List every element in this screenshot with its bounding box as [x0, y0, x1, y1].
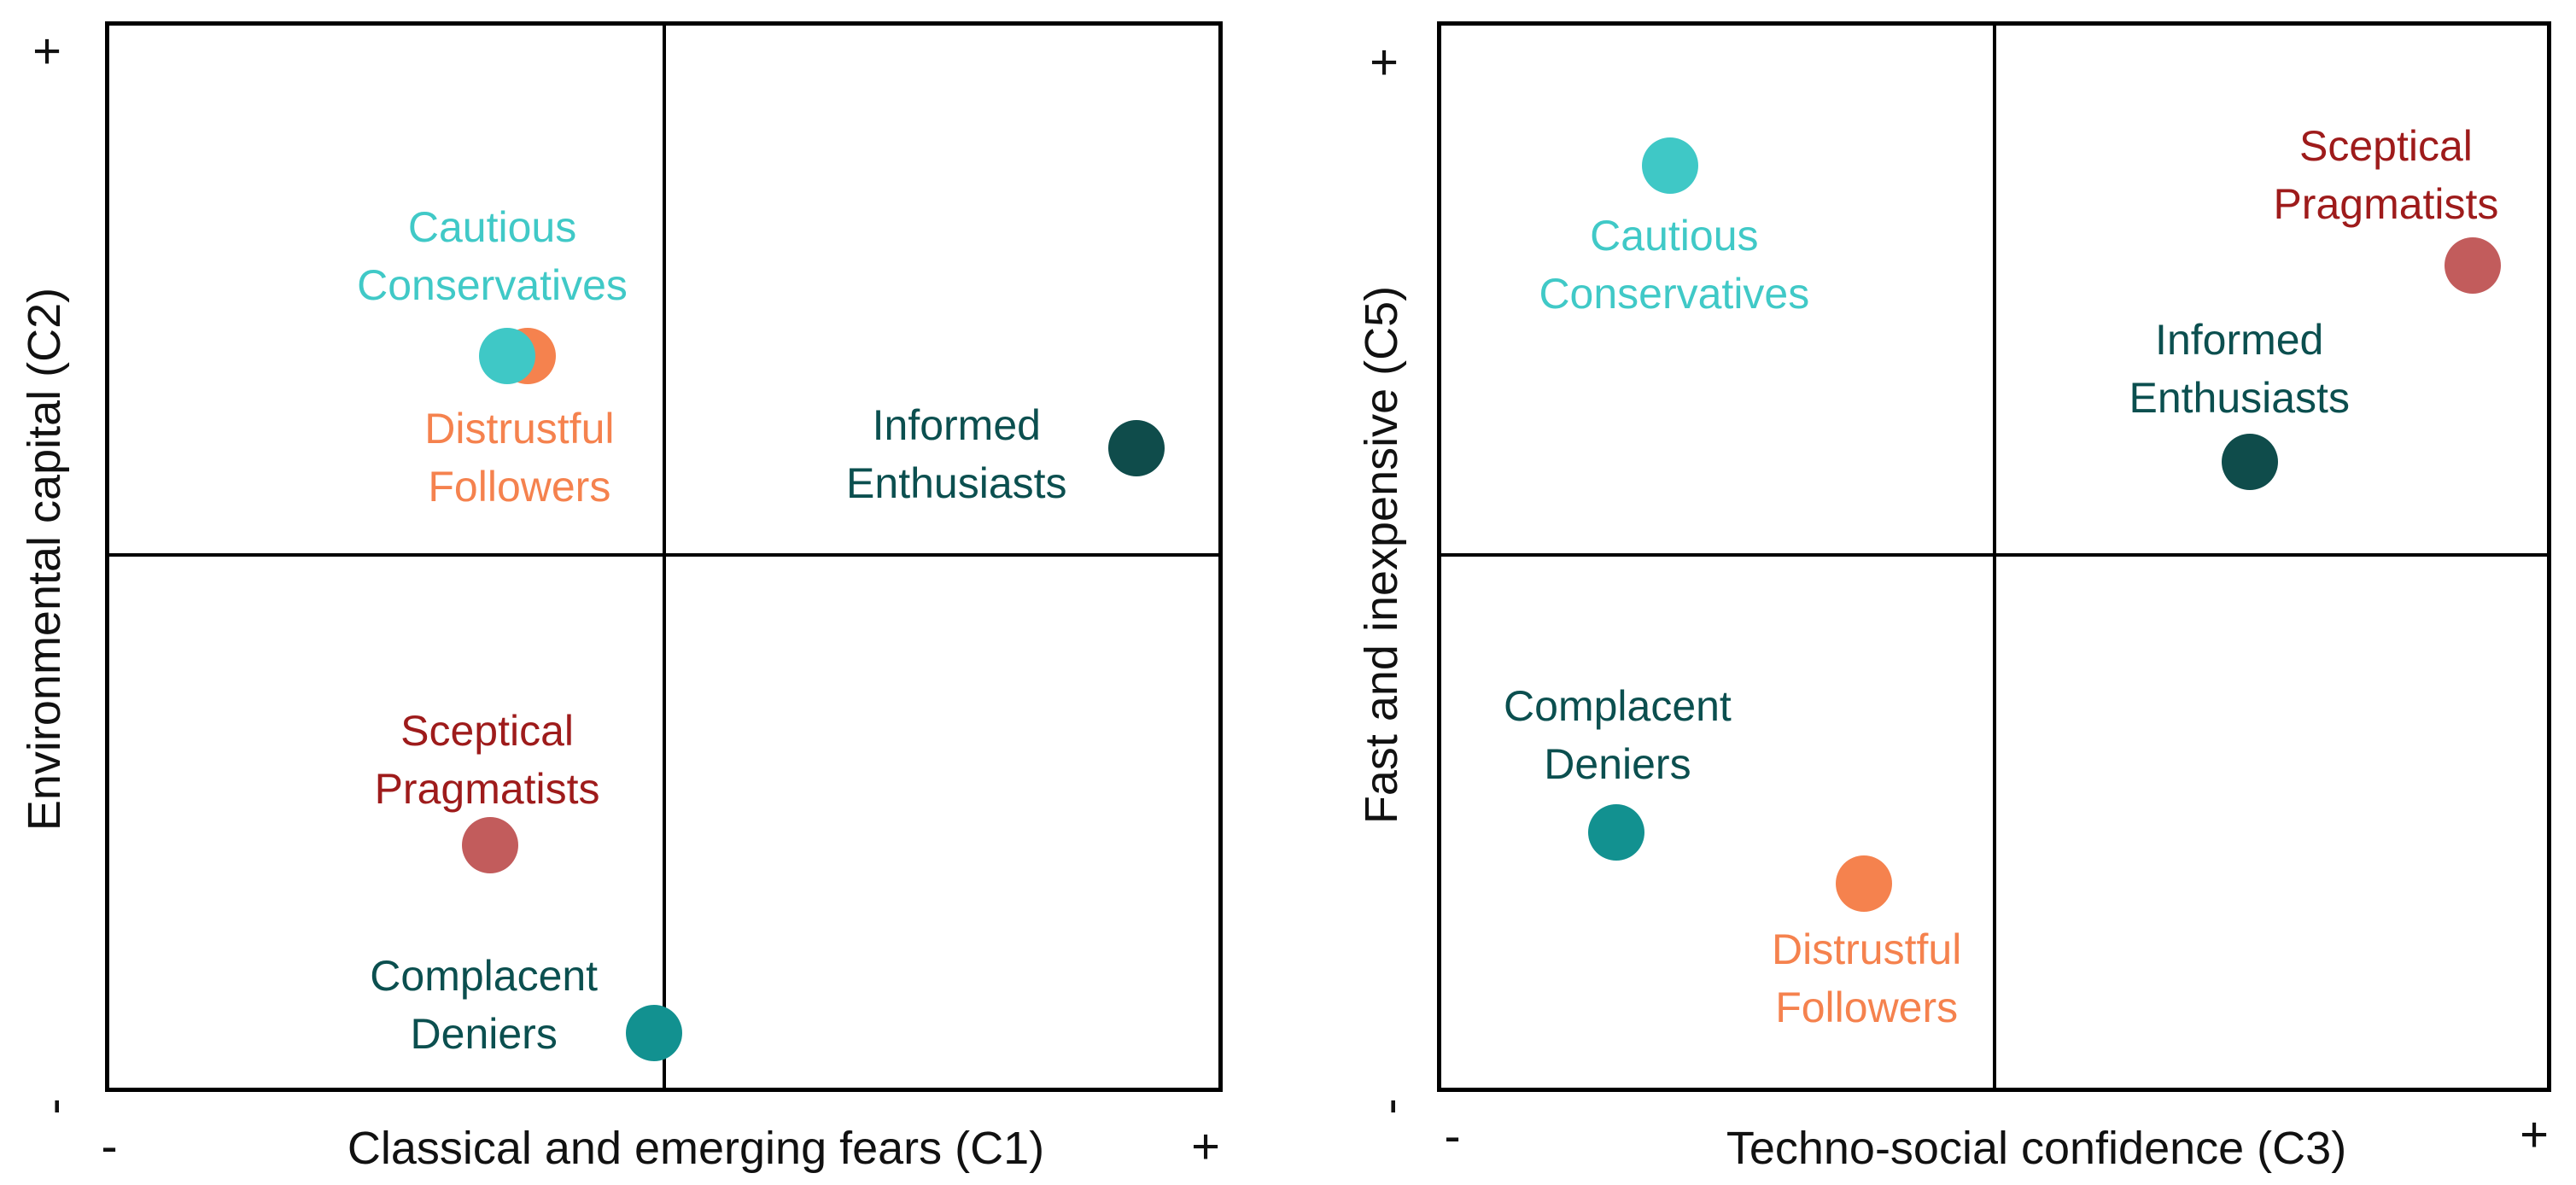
left-chart-horizontal-divider [109, 552, 1218, 557]
left-chart-x-axis-plus-sign: + [1191, 1118, 1220, 1175]
data-label-line: Cautious [407, 202, 577, 251]
data-point-complacent-deniers [626, 1005, 683, 1062]
right-chart-x-axis-label: Techno-social confidence (C3) [1726, 1123, 2347, 1174]
data-label-line: Informed [2155, 315, 2324, 364]
data-label-line: Conservatives [357, 260, 628, 309]
data-label-line: Cautious [1590, 211, 1759, 260]
left-chart-x-axis-label: Classical and emerging fears (C1) [347, 1123, 1045, 1174]
data-label-line: Conservatives [1539, 269, 1810, 318]
data-label-line: Deniers [410, 1009, 558, 1058]
right-chart-x-axis-plus-sign: + [2520, 1106, 2549, 1163]
right-chart-x-axis-minus-sign: - [1444, 1108, 1461, 1165]
data-point-sceptical-pragmatists [2444, 236, 2501, 294]
left-chart-y-axis-minus-sign: - [26, 1098, 82, 1115]
data-point-informed-enthusiasts [1107, 419, 1165, 476]
data-point-sceptical-pragmatists [461, 817, 518, 874]
data-point-complacent-deniers [1588, 804, 1645, 861]
data-point-cautious-conservatives [1641, 137, 1698, 194]
left-chart-y-axis-plus-sign: + [32, 23, 61, 79]
data-point-informed-enthusiasts [2221, 433, 2278, 490]
data-label-line: Deniers [1544, 740, 1691, 789]
data-label-line: Complacent [1504, 682, 1732, 731]
data-label-line: Enthusiasts [2129, 373, 2350, 422]
data-label-line: Informed [872, 400, 1041, 449]
right-chart-y-axis-plus-sign: + [1370, 34, 1399, 90]
data-point-cautious-conservatives [479, 327, 536, 384]
data-label-line: Sceptical [400, 707, 574, 756]
data-label-line: Followers [428, 462, 611, 511]
right-chart-y-axis-minus-sign: - [1362, 1098, 1418, 1115]
right-chart-y-axis-label: Fast and inexpensive (C5) [1356, 285, 1407, 825]
data-label-line: Sceptical [2299, 121, 2473, 170]
data-label-line: Pragmatists [374, 765, 600, 814]
data-label-line: Followers [1775, 983, 1959, 1031]
data-label-line: Enthusiasts [846, 458, 1067, 507]
data-point-distrustful-followers [1836, 855, 1893, 912]
left-chart-vertical-divider [662, 26, 666, 1088]
left-chart-x-axis-minus-sign: - [101, 1118, 118, 1175]
data-label-line: Distrustful [424, 404, 615, 452]
data-label-line: Complacent [370, 951, 599, 1000]
data-label-line: Distrustful [1772, 925, 1962, 973]
left-chart-y-axis-label: Environmental capital (C2) [19, 287, 70, 832]
data-label-line: Pragmatists [2273, 179, 2499, 228]
right-chart-vertical-divider [1992, 26, 1996, 1088]
right-chart-horizontal-divider [1441, 552, 2547, 557]
